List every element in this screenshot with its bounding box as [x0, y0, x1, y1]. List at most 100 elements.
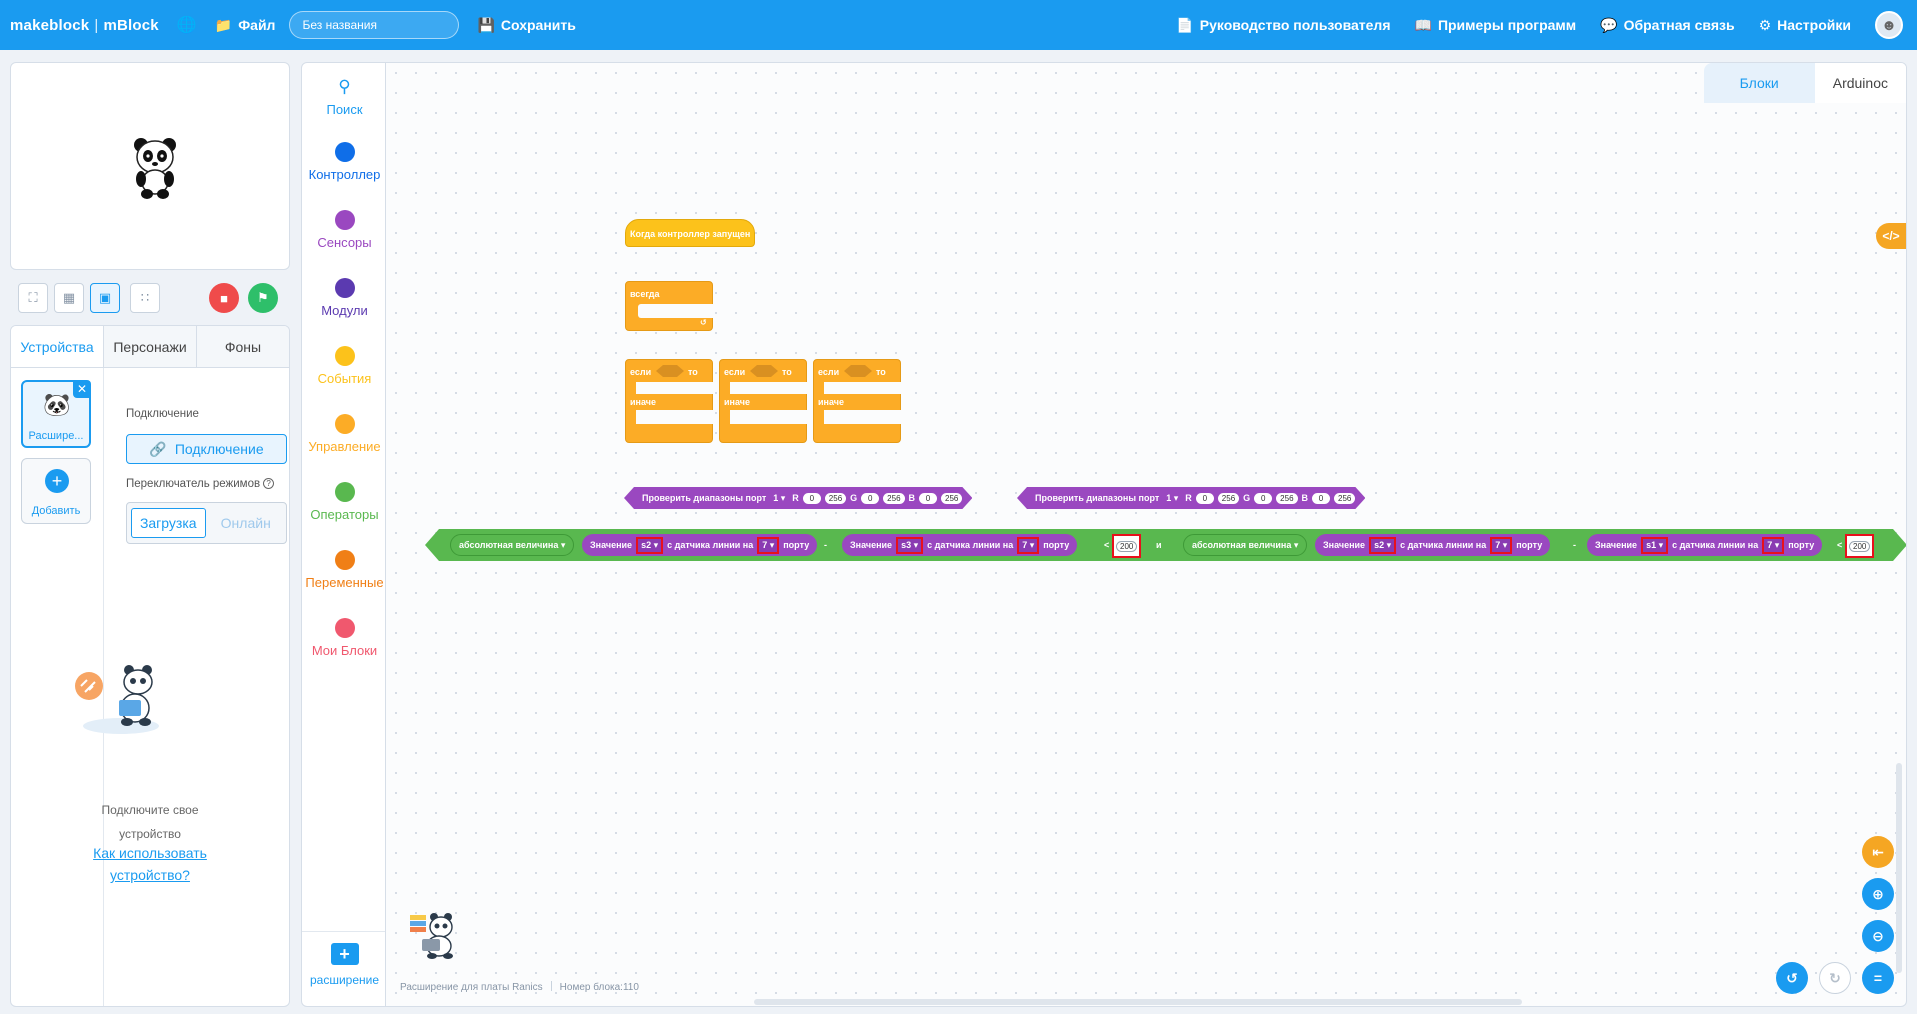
threshold-input-2[interactable]: 200 [1845, 534, 1875, 558]
category-variables[interactable]: Переменные [302, 550, 387, 590]
no-device-message: Подключите свое устройство [101, 803, 199, 841]
b-max-input[interactable]: 256 [941, 493, 962, 504]
help-icon[interactable]: ? [263, 478, 275, 489]
b-min-input[interactable]: 0 [1312, 493, 1330, 504]
fullscreen-button[interactable]: ⛶ [18, 283, 48, 313]
user-guide-link[interactable]: 📄 Руководство пользователя [1176, 16, 1391, 34]
port-7-dropdown[interactable]: 7 ▾ [1762, 536, 1785, 554]
port-7-dropdown[interactable]: 7 ▾ [1490, 536, 1513, 554]
mode-live-option[interactable]: Онлайн [220, 515, 271, 531]
sensor-s3-dropdown[interactable]: s3 ▾ [896, 536, 924, 554]
line-sensor-value-block-4[interactable]: Значение s1 ▾ с датчика линии на 7 ▾ пор… [1587, 534, 1823, 556]
feedback-link[interactable]: 💬 Обратная связь [1600, 16, 1735, 34]
port-7-dropdown[interactable]: 7 ▾ [1017, 536, 1040, 554]
line-sensor-value-block-2[interactable]: Значение s3 ▾ с датчика линии на 7 ▾ пор… [842, 534, 1078, 556]
forever-block[interactable]: всегда ↺ [625, 281, 714, 331]
if-else-block-2[interactable]: если то иначе [719, 359, 808, 443]
reset-zoom-button[interactable]: = [1862, 962, 1894, 994]
small-stage-button[interactable]: ▦ [54, 283, 84, 313]
r-min-input[interactable]: 0 [803, 493, 821, 504]
tab-arduino-code[interactable]: Arduinoc [1814, 63, 1906, 103]
status-divider [550, 981, 552, 991]
r-max-input[interactable]: 256 [1218, 493, 1239, 504]
zoom-out-button[interactable]: ⊖ [1862, 920, 1894, 952]
category-divider [302, 931, 385, 932]
abs-block-2[interactable]: абсолютная величина ▾ [1183, 534, 1308, 556]
when-controller-starts-block[interactable]: Когда контроллер запущен [625, 219, 755, 247]
redo-icon: ↻ [1829, 969, 1841, 986]
category-events[interactable]: События [302, 346, 387, 386]
tab-backdrops[interactable]: Фоны [197, 326, 289, 367]
r-max-input[interactable]: 256 [825, 493, 846, 504]
save-button[interactable]: 💾 Сохранить [477, 16, 576, 34]
category-operators[interactable]: Операторы [302, 482, 387, 522]
tab-blocks[interactable]: Блоки [1703, 63, 1815, 103]
stop-button[interactable]: ■ [209, 283, 239, 313]
threshold-input-1[interactable]: 200 [1112, 534, 1142, 558]
condition-slot[interactable] [656, 365, 684, 377]
language-globe-icon[interactable]: 🌐 [176, 17, 197, 34]
sensor-s1-dropdown[interactable]: s1 ▾ [1641, 536, 1669, 554]
file-menu[interactable]: 📁 Файл [214, 16, 276, 34]
category-sensors[interactable]: Сенсоры [302, 210, 387, 250]
project-name-input[interactable] [289, 11, 460, 39]
g-max-input[interactable]: 256 [1276, 493, 1297, 504]
plus-icon: + [45, 469, 69, 493]
zoom-in-button[interactable]: ⊕ [1862, 878, 1894, 910]
port-dropdown[interactable]: 1 ▾ [773, 492, 786, 503]
g-max-input[interactable]: 256 [883, 493, 904, 504]
user-avatar[interactable]: ☻ [1875, 11, 1903, 39]
add-device-button[interactable]: + Добавить [21, 458, 91, 524]
examples-link[interactable]: 📖 Примеры программ [1414, 16, 1577, 34]
condition-slot[interactable] [844, 365, 872, 377]
redo-button[interactable]: ↻ [1819, 962, 1851, 994]
sensor-s2-dropdown[interactable]: s2 ▾ [636, 536, 664, 554]
normal-stage-button[interactable]: ▣ [90, 283, 120, 313]
category-controller[interactable]: Контроллер [302, 142, 387, 182]
sensor-s2-dropdown[interactable]: s2 ▾ [1369, 536, 1397, 554]
if-else-block-3[interactable]: если то иначе [813, 359, 902, 443]
folder-icon: 📁 [214, 16, 233, 33]
settings-menu[interactable]: ⚙ Настройки [1758, 16, 1851, 34]
device-card-extension[interactable]: 🐼 Расшире... ✕ [21, 380, 91, 448]
line-sensor-value-block-3[interactable]: Значение s2 ▾ с датчика линии на 7 ▾ пор… [1315, 534, 1551, 556]
category-my-blocks[interactable]: Мои Блоки [302, 618, 387, 658]
mode-upload-option[interactable]: Загрузка [131, 508, 206, 538]
flag-icon: ⚑ [257, 290, 269, 305]
then-slot [824, 382, 902, 394]
gear-icon: ⚙ [1758, 16, 1772, 33]
undo-button[interactable]: ↺ [1776, 962, 1808, 994]
vertical-scrollbar[interactable] [1896, 763, 1902, 973]
connect-button[interactable]: 🔗 Подключение [126, 434, 287, 464]
category-search[interactable]: ⚲ Поиск [302, 77, 387, 117]
condition-slot[interactable] [750, 365, 778, 377]
r-min-input[interactable]: 0 [1196, 493, 1214, 504]
tab-devices[interactable]: Устройства [11, 326, 104, 367]
horizontal-scrollbar[interactable] [754, 999, 1522, 1005]
save-icon: 💾 [477, 16, 495, 33]
grid-view-button[interactable]: ∷ [130, 283, 160, 313]
chat-icon: 💬 [1600, 16, 1618, 33]
b-min-input[interactable]: 0 [919, 493, 937, 504]
collapse-blocks-button[interactable]: ⇤ [1862, 836, 1894, 868]
g-min-input[interactable]: 0 [861, 493, 879, 504]
how-to-use-device-link[interactable]: Как использовать устройство? [93, 845, 207, 883]
port-7-dropdown[interactable]: 7 ▾ [757, 536, 780, 554]
category-control[interactable]: Управление [302, 414, 387, 454]
category-modules[interactable]: Модули [302, 278, 387, 318]
abs-block-1[interactable]: абсолютная величина ▾ [450, 534, 575, 556]
b-max-input[interactable]: 256 [1334, 493, 1355, 504]
code-workspace[interactable]: Блоки Arduinoc </> Когда контроллер запу… [386, 62, 1907, 1007]
line-sensor-value-block-1[interactable]: Значение s2 ▾ с датчика линии на 7 ▾ пор… [582, 534, 818, 556]
code-view-toggle[interactable]: </> [1876, 223, 1906, 249]
extension-button[interactable]: + расширение [309, 943, 380, 987]
green-flag-button[interactable]: ⚑ [248, 283, 278, 313]
stage-preview[interactable] [10, 62, 290, 270]
g-min-input[interactable]: 0 [1254, 493, 1272, 504]
tab-sprites[interactable]: Персонажи [104, 326, 197, 367]
remove-device-icon[interactable]: ✕ [73, 380, 91, 398]
if-else-block-1[interactable]: если то иначе [625, 359, 714, 443]
port-dropdown[interactable]: 1 ▾ [1166, 492, 1179, 503]
